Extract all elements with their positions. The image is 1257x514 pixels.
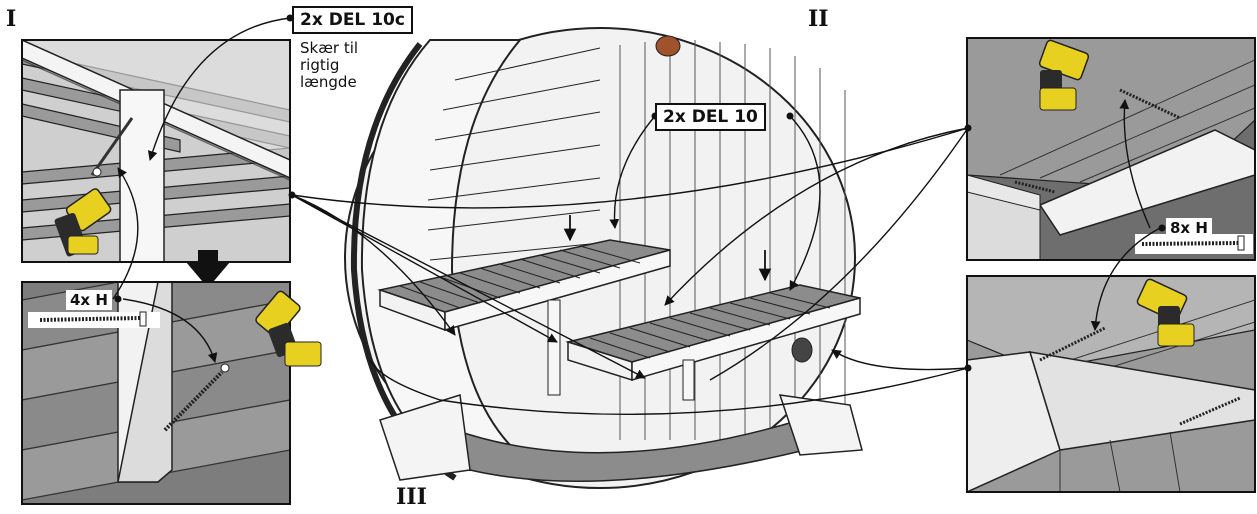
panel-step-2-detail-bottom [966, 275, 1256, 493]
part-label-10: 2x DEL 10 [655, 103, 766, 131]
leader-lines [112, 17, 1161, 415]
screw-icon [1039, 326, 1106, 362]
note-line: rigtig [300, 56, 340, 74]
cut-to-length-note: Skær til rigtig længde [300, 40, 358, 91]
step-label-3: III [396, 484, 427, 510]
drill-icon [54, 188, 112, 257]
panel-step-1-detail [21, 39, 291, 263]
screw-count-8h: 8x H [1166, 218, 1212, 238]
note-line: Skær til [300, 39, 359, 57]
screw-icon [163, 363, 230, 432]
sauna-barrel-illustration [344, 27, 863, 489]
screw-icon [1179, 396, 1241, 426]
note-line: længde [300, 73, 357, 91]
screw-icon [1119, 88, 1181, 120]
step-label-2: II [808, 6, 829, 32]
drill-icon [255, 290, 322, 367]
drill-icon [1136, 278, 1195, 347]
screw-icon [39, 311, 147, 327]
part-label-10c: 2x DEL 10c [292, 6, 413, 34]
panel-step-1-screw-detail [21, 281, 322, 505]
step-label-1: I [6, 6, 17, 32]
down-arrow-icon [186, 250, 230, 288]
drill-icon [1038, 39, 1090, 111]
screw-count-4h: 4x H [66, 290, 112, 310]
screw-icon [1141, 235, 1245, 251]
